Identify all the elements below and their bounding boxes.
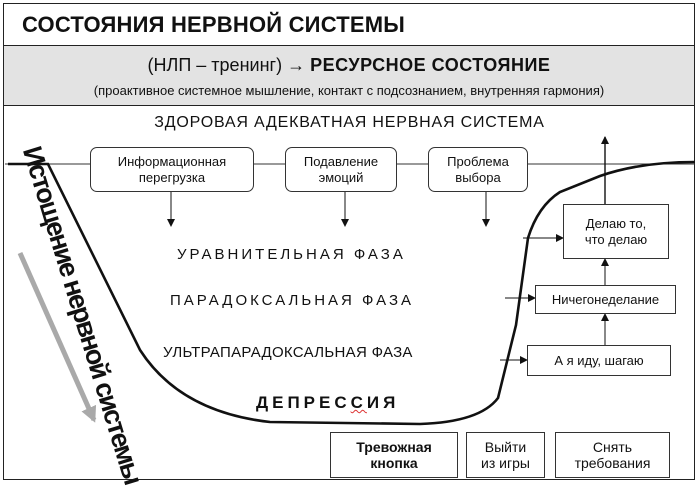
cause-label: Информационная [117, 153, 227, 169]
exit-label: из игры [481, 455, 530, 471]
resource-state-label: РЕСУРСНОЕ СОСТОЯНИЕ [310, 55, 551, 75]
recovery-box-walking: А я иду, шагаю [527, 345, 671, 376]
cause-box-overload: Информационная перегрузка [90, 147, 254, 192]
cause-box-choice: Проблема выбора [428, 147, 528, 192]
nlp-training-label: (НЛП – тренинг) [147, 55, 283, 75]
phase-paradoxical: ПАРАДОКСАЛЬНАЯ ФАЗА [170, 292, 415, 309]
exit-game-box: Выйти из игры [466, 432, 545, 478]
phase-ultraparadoxical: УЛЬТРАПАРАДОКСАЛЬНАЯ ФАЗА [163, 344, 413, 361]
resource-state-description: (проактивное системное мышление, контакт… [93, 83, 605, 98]
resource-state-line: (НЛП – тренинг) → РЕСУРСНОЕ СОСТОЯНИЕ [4, 55, 694, 76]
state-curve [8, 160, 696, 426]
recovery-label: что делаю [584, 231, 648, 247]
alarm-button-box: Тревожная кнопка [330, 432, 458, 478]
cause-label: перегрузка [138, 169, 206, 185]
remove-demands-box: Снять требования [555, 432, 670, 478]
diagram-frame [3, 3, 695, 480]
recovery-label: Ничегонеделание [551, 291, 660, 307]
cause-label: выбора [455, 169, 501, 185]
cause-label: Проблема [447, 153, 509, 169]
title-bar: СОСТОЯНИЯ НЕРВНОЙ СИСТЕМЫ [4, 4, 694, 46]
cause-label: Подавление [303, 153, 379, 169]
recovery-box-idleness: Ничегонеделание [535, 285, 676, 314]
depression-label: ИЯ [366, 393, 400, 412]
depression-label: ДЕПРЕС [256, 393, 351, 412]
resource-state-band: (НЛП – тренинг) → РЕСУРСНОЕ СОСТОЯНИЕ (п… [4, 46, 694, 106]
exhaustion-arrow [17, 251, 97, 423]
depression-label: С [350, 393, 367, 412]
phase-equalizing: УРАВНИТЕЛЬНАЯ ФАЗА [177, 246, 406, 263]
alarm-label: кнопка [370, 455, 418, 471]
right-arrow-icon: → [287, 55, 306, 75]
cause-label: эмоций [318, 169, 364, 185]
exit-label: Выйти [484, 439, 527, 455]
page-title: СОСТОЯНИЯ НЕРВНОЙ СИСТЕМЫ [22, 12, 406, 37]
recovery-label: Делаю то, [585, 215, 647, 231]
cause-box-suppression: Подавление эмоций [285, 147, 397, 192]
remove-label: Снять [592, 439, 633, 455]
healthy-system-label: ЗДОРОВАЯ АДЕКВАТНАЯ НЕРВНАЯ СИСТЕМА [154, 114, 545, 131]
recovery-box-doing: Делаю то, что делаю [563, 204, 669, 259]
recovery-label: А я иду, шагаю [554, 352, 644, 368]
phase-depression: ДЕПРЕССИЯ [256, 393, 399, 413]
alarm-label: Тревожная [356, 439, 432, 455]
remove-label: требования [574, 455, 651, 471]
